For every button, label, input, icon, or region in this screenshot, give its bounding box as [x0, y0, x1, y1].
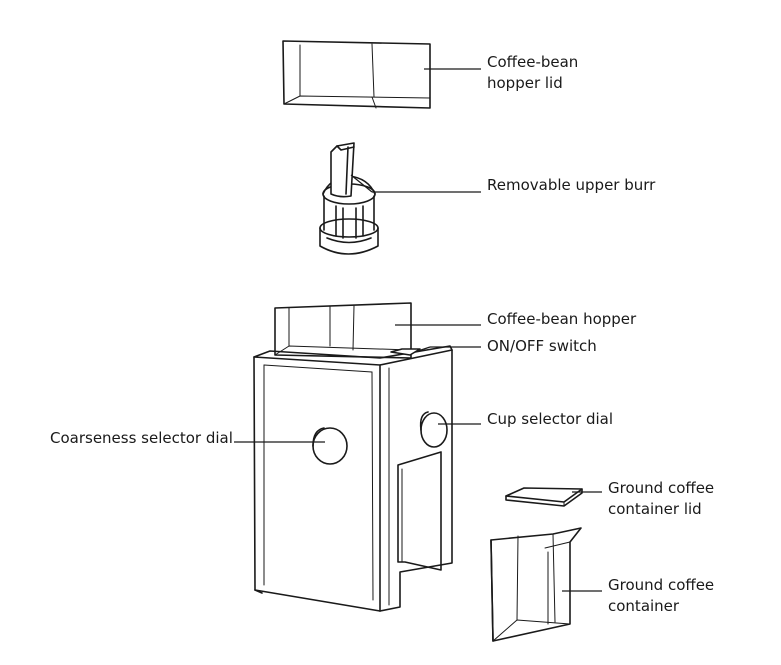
label-container-lid: Ground coffee container lid [608, 478, 714, 520]
upper-burr-drawing [319, 142, 379, 255]
leader-switch [417, 346, 431, 352]
label-cup-dial-line-1: Cup selector dial [487, 410, 613, 428]
leader-lines [234, 68, 602, 592]
label-hopper: Coffee-bean hopper [487, 309, 636, 330]
label-container-line-1: Ground coffee [608, 576, 715, 594]
label-hopper-lid-line-1: Coffee-bean [487, 53, 579, 71]
label-container: Ground coffee container [608, 575, 714, 617]
grinder-body-drawing [253, 302, 453, 612]
label-on-off-switch-line-1: ON/OFF switch [487, 337, 597, 355]
label-on-off-switch: ON/OFF switch [487, 336, 597, 357]
label-container-lid-line-1: Ground coffee [608, 479, 715, 497]
label-hopper-lid: Coffee-bean hopper lid [487, 52, 578, 94]
hopper-lid-drawing [282, 40, 431, 109]
label-upper-burr-line-1: Removable upper burr [487, 176, 656, 194]
label-coarseness-dial: Coarseness selector dial [50, 428, 233, 449]
container-drawing [490, 527, 582, 642]
container-lid-drawing [505, 487, 583, 507]
label-coarseness-dial-line-1: Coarseness selector dial [50, 429, 233, 447]
label-hopper-lid-line-2: hopper lid [487, 74, 563, 92]
label-container-lid-line-2: container lid [608, 500, 702, 518]
label-hopper-line-1: Coffee-bean hopper [487, 310, 637, 328]
label-cup-dial: Cup selector dial [487, 409, 613, 430]
leader-upper-burr [350, 174, 373, 193]
label-upper-burr: Removable upper burr [487, 175, 655, 196]
label-container-line-2: container [608, 597, 680, 615]
